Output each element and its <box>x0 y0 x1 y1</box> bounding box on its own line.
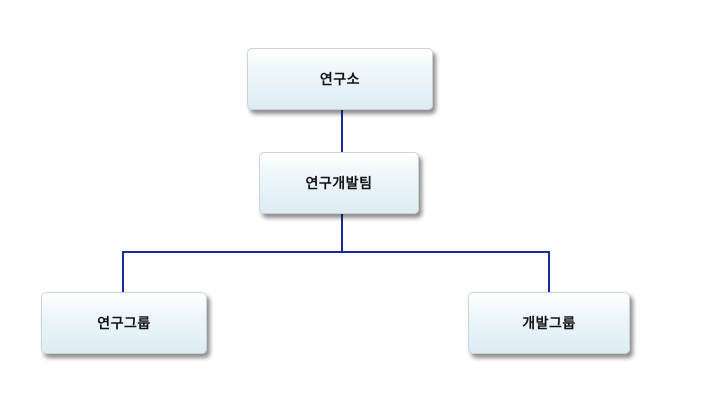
connector-right-group <box>548 251 550 292</box>
connector-root-team <box>341 110 343 152</box>
connector-team-down <box>341 214 343 252</box>
connector-left-group <box>122 251 124 292</box>
node-team-label: 연구개발팀 <box>305 176 373 192</box>
connector-horizontal <box>122 251 550 253</box>
node-team: 연구개발팀 <box>259 152 419 214</box>
node-group-development-label: 개발그룹 <box>522 316 576 332</box>
node-root: 연구소 <box>247 48 433 110</box>
node-group-research-label: 연구그룹 <box>97 316 151 332</box>
node-root-label: 연구소 <box>319 72 361 88</box>
node-group-development: 개발그룹 <box>468 292 630 354</box>
node-group-research: 연구그룹 <box>41 292 207 354</box>
